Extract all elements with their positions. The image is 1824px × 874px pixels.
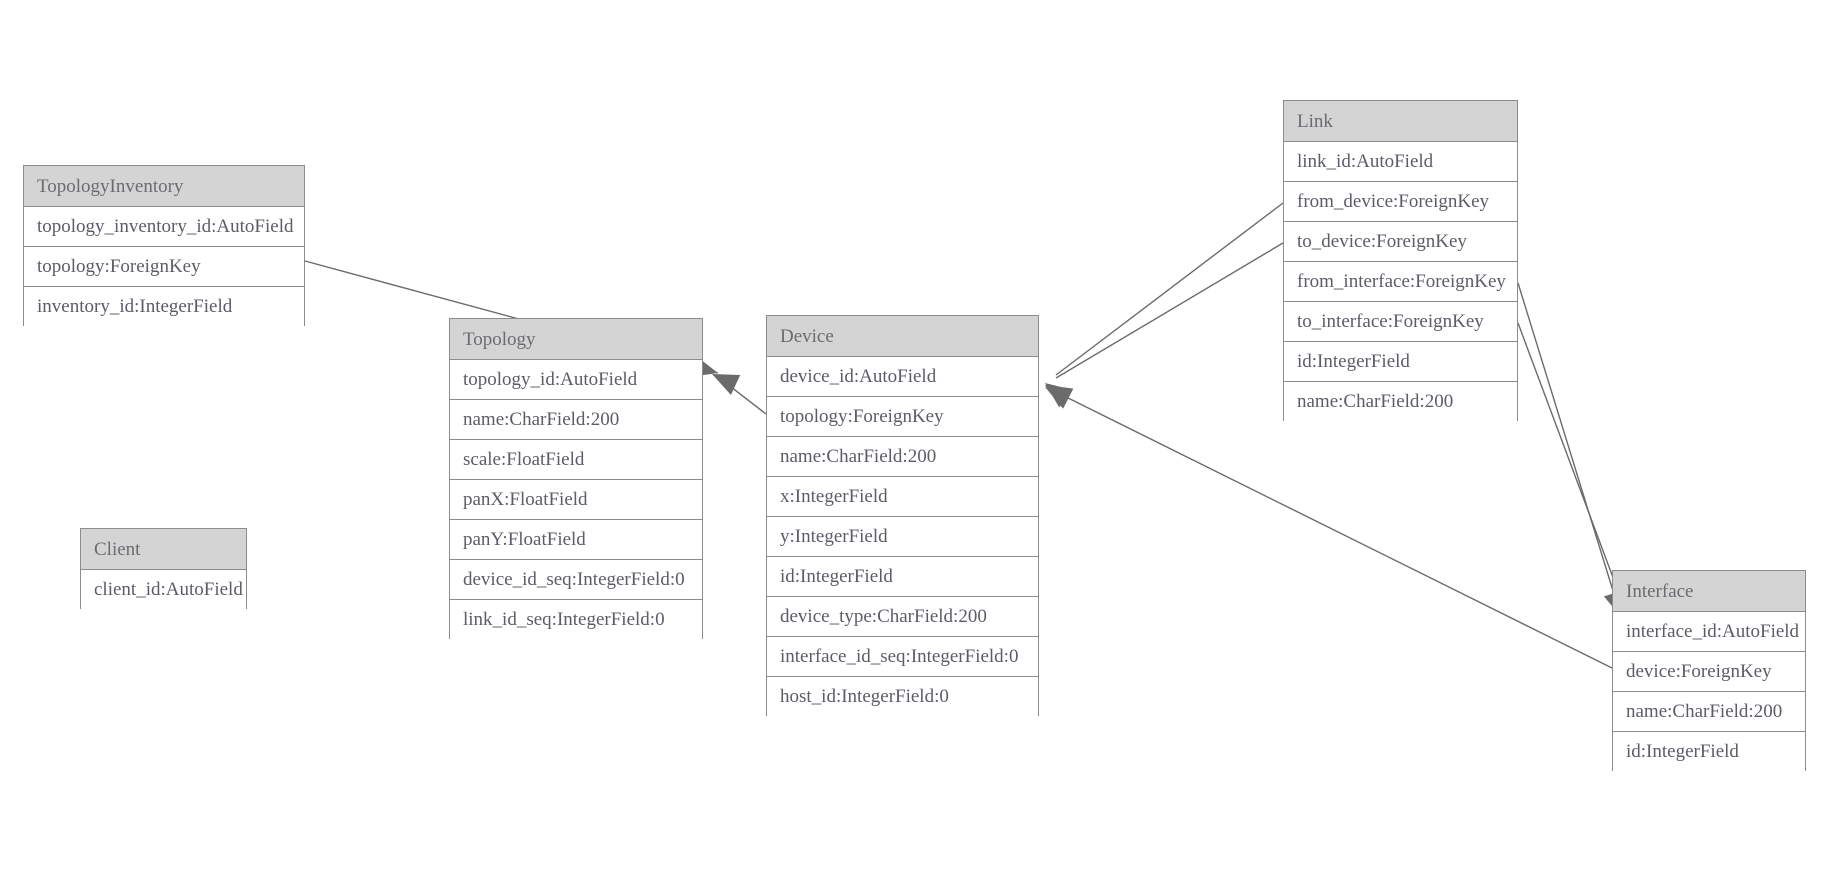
entity-field: interface_id:AutoField — [1613, 612, 1805, 652]
entity-field: device_id_seq:IntegerField:0 — [450, 560, 702, 600]
entity-field: device_id:AutoField — [767, 357, 1038, 397]
entity-field: topology_id:AutoField — [450, 360, 702, 400]
relationship-line — [1055, 242, 1284, 379]
entity-field: id:IntegerField — [1284, 342, 1517, 382]
entity-field: inventory_id:IntegerField — [24, 287, 304, 327]
entity-field: from_interface:ForeignKey — [1284, 262, 1517, 302]
relationship-link-from-device — [1045, 202, 1284, 408]
entity-field: link_id:AutoField — [1284, 142, 1517, 182]
entity-title-device: Device — [767, 316, 1038, 357]
entity-field: from_device:ForeignKey — [1284, 182, 1517, 222]
entity-field: link_id_seq:IntegerField:0 — [450, 600, 702, 640]
entity-field: name:CharField:200 — [767, 437, 1038, 477]
entity-field: device:ForeignKey — [1613, 652, 1805, 692]
entity-field: scale:FloatField — [450, 440, 702, 480]
entity-field-list-client: client_id:AutoField — [81, 570, 246, 610]
entity-title-link: Link — [1284, 101, 1517, 142]
entity-title-client: Client — [81, 529, 246, 570]
entity-field: y:IntegerField — [767, 517, 1038, 557]
relationship-arrowhead — [1045, 387, 1074, 409]
entity-field: id:IntegerField — [1613, 732, 1805, 772]
entity-field: name:CharField:200 — [1284, 382, 1517, 422]
relationship-device-topology — [712, 374, 767, 415]
entity-field: panY:FloatField — [450, 520, 702, 560]
entity-field: panX:FloatField — [450, 480, 702, 520]
relationship-arrowhead — [1045, 383, 1073, 408]
relationship-line — [721, 379, 767, 415]
entity-field: interface_id_seq:IntegerField:0 — [767, 637, 1038, 677]
entity-field: name:CharField:200 — [450, 400, 702, 440]
entity-field: x:IntegerField — [767, 477, 1038, 517]
relationship-line — [1055, 391, 1613, 669]
entity-field: host_id:IntegerField:0 — [767, 677, 1038, 717]
entity-field: topology:ForeignKey — [767, 397, 1038, 437]
entity-field: client_id:AutoField — [81, 570, 246, 610]
entity-field: to_device:ForeignKey — [1284, 222, 1517, 262]
entity-title-topology: Topology — [450, 319, 702, 360]
relationship-line — [1517, 322, 1625, 608]
entity-field: topology_inventory_id:AutoField — [24, 207, 304, 247]
relationship-arrowhead — [712, 374, 741, 395]
relationship-line — [1517, 282, 1619, 608]
entity-title-topology_inventory: TopologyInventory — [24, 166, 304, 207]
relationship-link-to-device — [1045, 242, 1284, 408]
entity-field: id:IntegerField — [767, 557, 1038, 597]
entity-field: device_type:CharField:200 — [767, 597, 1038, 637]
relationship-arrowhead — [1045, 385, 1074, 408]
entity-field: topology:ForeignKey — [24, 247, 304, 287]
relationship-line — [1055, 202, 1284, 376]
entity-title-interface: Interface — [1613, 571, 1805, 612]
entity-field: to_interface:ForeignKey — [1284, 302, 1517, 342]
entity-field: name:CharField:200 — [1613, 692, 1805, 732]
